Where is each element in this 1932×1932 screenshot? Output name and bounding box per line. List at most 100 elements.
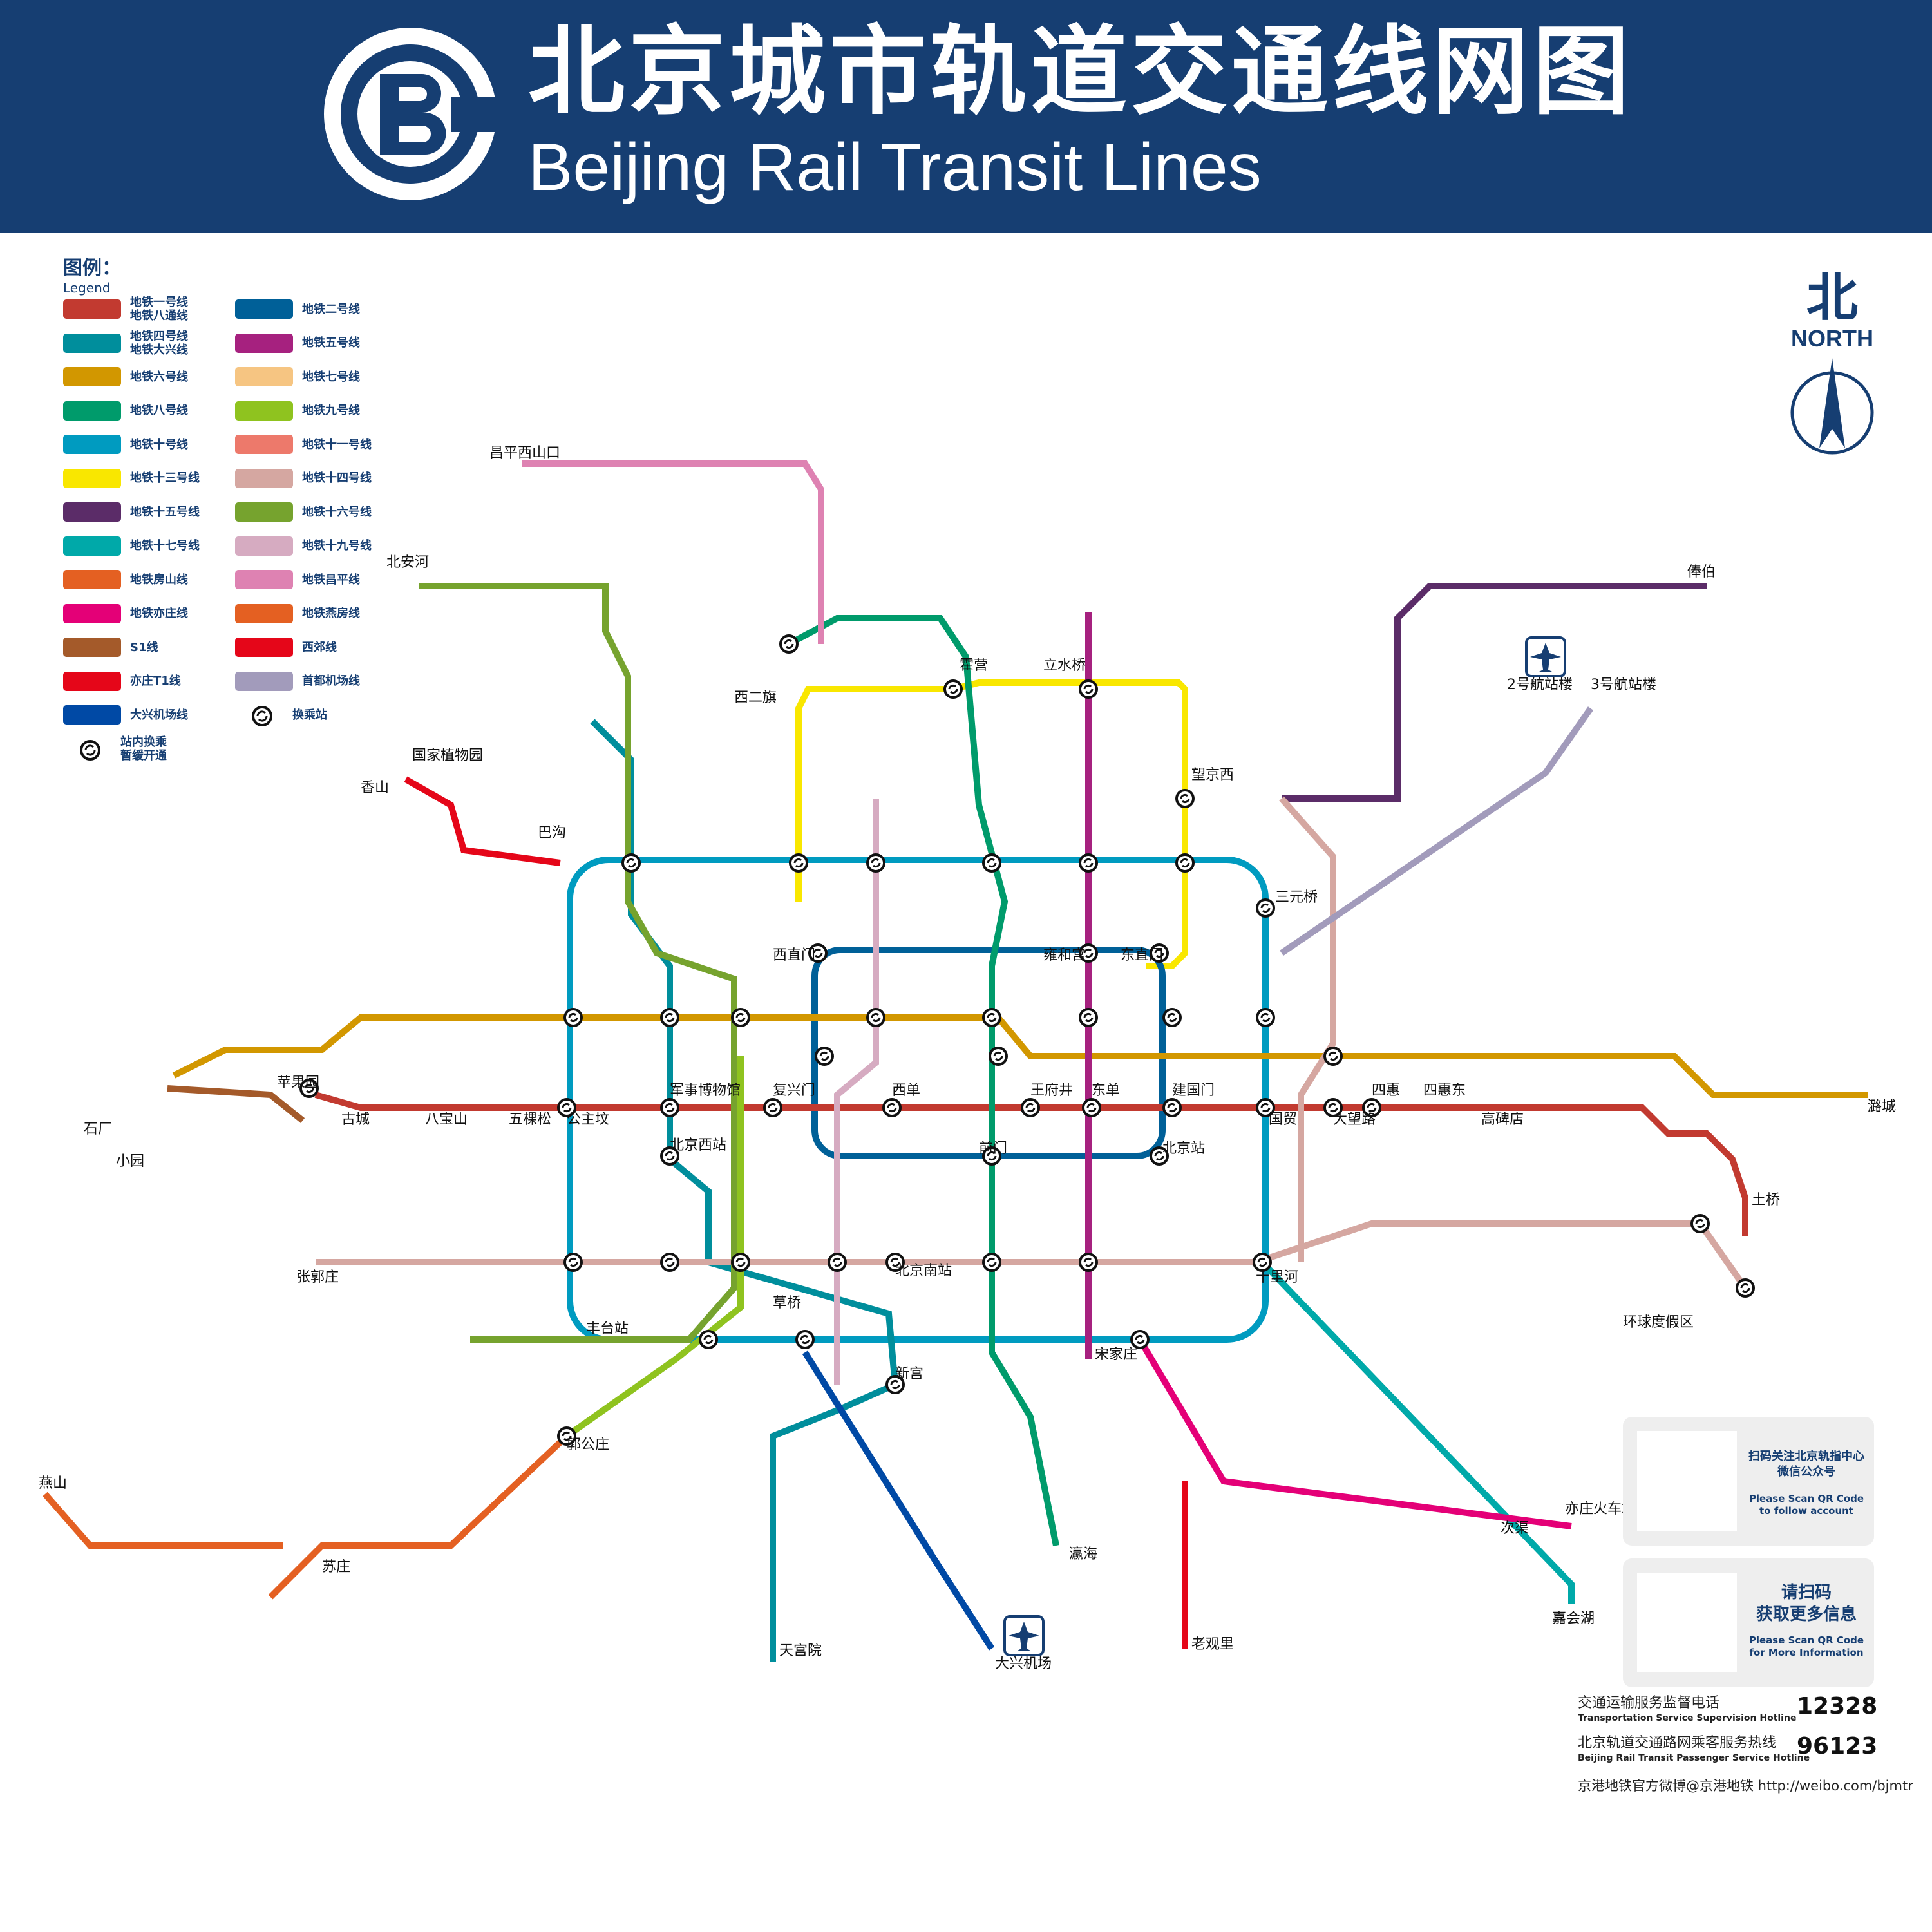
transfer-station-icon[interactable] [886, 1375, 905, 1394]
transfer-station-icon[interactable] [1079, 679, 1098, 699]
legend-item: 地铁十三号线 [63, 467, 200, 490]
transfer-station-icon[interactable] [731, 1008, 750, 1027]
legend-color-swatch [63, 638, 121, 657]
transfer-station-icon[interactable] [943, 679, 963, 699]
legend-label: 西郊线 [302, 640, 337, 654]
legend-label: 大兴机场线 [130, 708, 188, 722]
north-indicator: 北 NORTH [1777, 270, 1887, 464]
transfer-station-icon[interactable] [1736, 1278, 1755, 1298]
transfer-station-icon[interactable] [779, 634, 799, 654]
legend-color-swatch [235, 435, 293, 454]
transfer-station-icon[interactable] [763, 1098, 782, 1117]
legend-color-swatch [63, 705, 121, 724]
transfer-station-icon[interactable] [882, 1098, 902, 1117]
legend-color-swatch [235, 333, 293, 353]
transfer-station-icon[interactable] [1021, 1098, 1040, 1117]
transfer-station-icon[interactable] [557, 1098, 576, 1117]
map-label-yinghai: 瀛海 [1069, 1546, 1097, 1562]
line-13 [795, 679, 1188, 969]
map-label-beianhe: 北安河 [386, 554, 429, 571]
transfer-station-icon[interactable] [1256, 1098, 1275, 1117]
legend-color-swatch [235, 671, 293, 691]
legend-color-swatch [63, 435, 121, 454]
transfer-station-icon[interactable] [1175, 789, 1195, 808]
legend-item: 地铁六号线 [63, 365, 188, 388]
map-label-dongzhimen: 东直门 [1121, 947, 1163, 963]
transfer-station-icon[interactable] [1150, 943, 1169, 963]
map-label-xiaoyuan: 小园 [116, 1153, 144, 1170]
transfer-station-icon[interactable] [299, 1079, 319, 1098]
transfer-station-icon[interactable] [828, 1253, 847, 1272]
transfer-station-icon[interactable] [557, 1426, 576, 1446]
transfer-station-icon[interactable] [1253, 1253, 1272, 1272]
legend-label: 地铁十一号线 [302, 437, 372, 451]
weibo-link[interactable]: 京港地铁官方微博@京港地铁 http://weibo.com/bjmtr [1578, 1778, 1913, 1794]
transfer-station-icon[interactable] [1162, 1098, 1182, 1117]
legend-subtitle: Legend [63, 280, 111, 296]
transfer-station-icon[interactable] [699, 1330, 718, 1349]
legend-item: 地铁十号线 [63, 433, 188, 456]
map-label-tiangongyuan: 天宫院 [779, 1643, 822, 1659]
transfer-station-icon[interactable] [1079, 1253, 1098, 1272]
transfer-station-icon[interactable] [621, 853, 641, 873]
transfer-station-icon[interactable] [1082, 1098, 1101, 1117]
transfer-station-icon[interactable] [866, 853, 886, 873]
transfer-station-icon[interactable] [1690, 1214, 1710, 1233]
hotline-number: 96123 [1797, 1733, 1878, 1759]
transfer-station-icon[interactable] [1256, 1008, 1275, 1027]
map-label-beijingxizhan: 北京西站 [670, 1137, 726, 1153]
map-label-junshibowuguan: 军事博物馆 [670, 1083, 741, 1099]
transfer-station-icon[interactable] [886, 1253, 905, 1272]
transfer-station-icon[interactable] [1079, 1008, 1098, 1027]
transfer-station-icon[interactable] [1175, 853, 1195, 873]
legend-item: 换乘站 [235, 703, 327, 726]
transfer-station-icon[interactable] [660, 1098, 679, 1117]
transfer-station-icon[interactable] [795, 1330, 815, 1349]
legend-label: 站内换乘 暂缓开通 [120, 735, 167, 762]
transfer-station-icon[interactable] [660, 1253, 679, 1272]
transfer-station-icon[interactable] [1323, 1046, 1343, 1066]
legend-color-swatch [63, 333, 121, 353]
qr-code-icon[interactable] [1637, 1431, 1737, 1531]
legend-label: 地铁十号线 [130, 437, 188, 451]
legend-item: 地铁亦庄线 [63, 602, 188, 625]
capital-airport-icon [1525, 636, 1566, 677]
transfer-station-icon [79, 739, 105, 761]
transfer-station-icon[interactable] [660, 1146, 679, 1166]
qr-code-icon[interactable] [1637, 1573, 1737, 1672]
legend-item: 地铁十五号线 [63, 500, 200, 524]
legend-label: 地铁十五号线 [130, 505, 200, 519]
transfer-station-icon[interactable] [1162, 1008, 1182, 1027]
transfer-station-icon[interactable] [982, 853, 1001, 873]
legend-item: 地铁九号线 [235, 399, 360, 422]
line-changping [522, 460, 824, 644]
transfer-station-icon[interactable] [1079, 853, 1098, 873]
transfer-station-icon[interactable] [1256, 898, 1275, 918]
transfer-station-icon[interactable] [1362, 1098, 1381, 1117]
transfer-station-icon[interactable] [1323, 1098, 1343, 1117]
transfer-station-icon[interactable] [1150, 1146, 1169, 1166]
transfer-station-icon[interactable] [982, 1253, 1001, 1272]
transfer-station-icon[interactable] [982, 1146, 1001, 1166]
transfer-station-icon[interactable] [982, 1008, 1001, 1027]
transfer-station-icon[interactable] [564, 1253, 583, 1272]
transfer-station-icon[interactable] [1079, 943, 1098, 963]
transfer-station-icon[interactable] [731, 1253, 750, 1272]
transfer-station-icon[interactable] [808, 943, 828, 963]
map-label-dawanglu: 大望路 [1333, 1112, 1376, 1128]
transfer-station-icon[interactable] [989, 1046, 1008, 1066]
transfer-station-icon[interactable] [815, 1046, 834, 1066]
legend-item: 地铁二号线 [235, 298, 360, 321]
qr-text-cn: 扫码关注北京轨指中心 微信公众号 [1748, 1450, 1864, 1479]
transfer-stations [299, 634, 1755, 1446]
line-14-east [1279, 796, 1336, 1262]
transfer-station-icon[interactable] [1130, 1330, 1150, 1349]
line-16 [419, 583, 737, 1343]
transfer-station-icon[interactable] [866, 1008, 886, 1027]
transfer-station-icon[interactable] [789, 853, 808, 873]
transfer-station-icon[interactable] [660, 1008, 679, 1027]
line-6 [172, 1014, 1868, 1098]
transfer-station-icon[interactable] [564, 1008, 583, 1027]
legend-item: 站内换乘 暂缓开通 [63, 735, 167, 762]
map-label-tuqiao: 土桥 [1752, 1192, 1780, 1208]
